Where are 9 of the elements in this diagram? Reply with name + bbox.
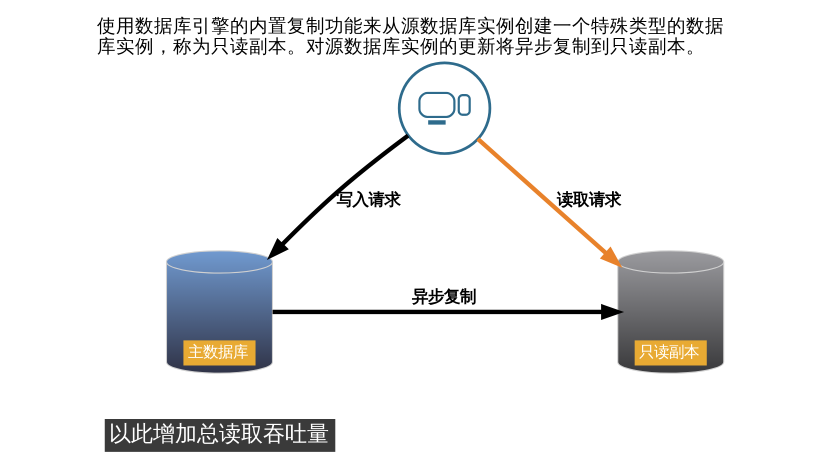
diagram-title: 使用数据库引擎的内置复制功能来从源数据库实例创建一个特殊类型的数据库实例，称为只读副本。对源数据库实例的更新将异步复制到只读副本。 [96,16,724,58]
node-picture [397,62,491,155]
edge-label: 写入请求 [336,190,400,209]
arrow [272,304,624,320]
edge-label: 异步复制 [411,287,476,306]
label: 以此增加总读取吞吐量 [108,422,329,447]
edge-label: 读取请求 [556,190,621,209]
arrow [476,137,622,268]
arrow [266,134,409,260]
